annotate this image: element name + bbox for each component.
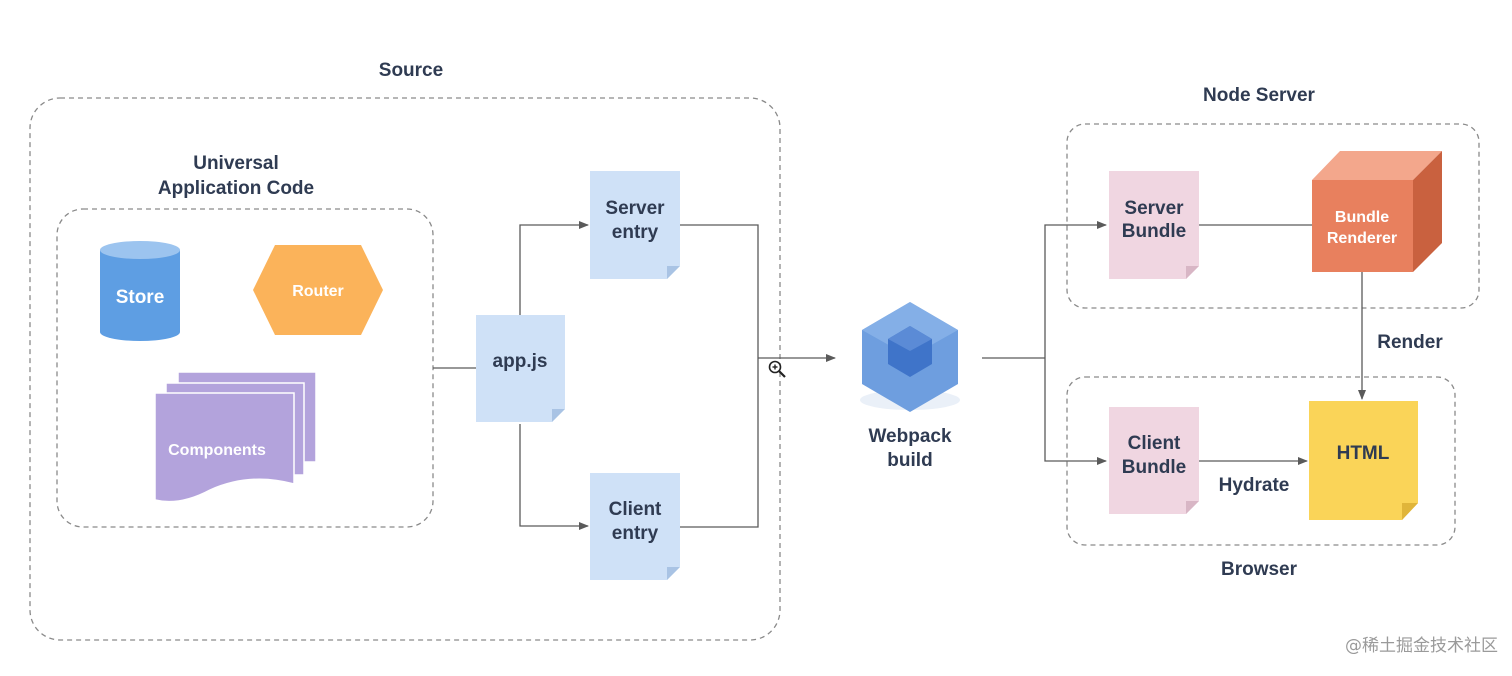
edge-to-client-bundle	[1044, 358, 1107, 465]
source-group	[29, 97, 781, 641]
bundle-renderer-node: Bundle Renderer	[1312, 151, 1442, 272]
store-node: Store	[100, 241, 180, 341]
webpack-node: Webpack build	[860, 302, 960, 471]
bundle-renderer-label-line1: Bundle	[1335, 209, 1389, 226]
hydrate-edge-label: Hydrate	[1219, 475, 1290, 496]
bundle-renderer-label-line2: Renderer	[1327, 230, 1397, 247]
universal-app-code-title-line1: Universal	[193, 153, 279, 174]
server-bundle-node: Server Bundle	[1109, 171, 1199, 279]
components-node: Components	[154, 371, 317, 503]
node-server-group	[1066, 123, 1480, 309]
html-label: HTML	[1337, 443, 1390, 464]
router-node: Router	[253, 245, 383, 335]
source-group-title: Source	[379, 60, 443, 81]
edge-to-server-bundle	[1044, 221, 1107, 358]
edge-app-to-client-entry	[519, 424, 589, 530]
server-entry-node: Server entry	[590, 171, 680, 279]
universal-app-code-title-line2: Application Code	[158, 178, 314, 199]
render-edge-label: Render	[1377, 332, 1443, 353]
browser-group	[1066, 376, 1456, 546]
server-bundle-label-line1: Server	[1124, 198, 1184, 219]
edge-app-to-server-entry	[519, 221, 589, 315]
store-label: Store	[116, 287, 165, 308]
router-label: Router	[292, 283, 344, 300]
client-entry-label-line1: Client	[609, 499, 662, 520]
client-bundle-label-line2: Bundle	[1122, 457, 1186, 478]
client-entry-label-line2: entry	[612, 523, 659, 544]
client-bundle-node: Client Bundle	[1109, 407, 1199, 514]
node-server-title: Node Server	[1203, 85, 1316, 106]
client-bundle-label-line1: Client	[1128, 433, 1181, 454]
server-bundle-label-line2: Bundle	[1122, 221, 1186, 242]
server-entry-label-line1: Server	[605, 198, 665, 219]
app-js-label: app.js	[493, 351, 548, 372]
watermark-text: @稀土掘金技术社区	[1345, 636, 1498, 656]
webpack-label-line2: build	[887, 450, 932, 471]
app-js-node: app.js	[476, 315, 565, 422]
components-label: Components	[168, 442, 266, 459]
edge-server-entry-merge	[680, 224, 759, 528]
browser-title: Browser	[1221, 559, 1298, 580]
html-node: HTML	[1309, 401, 1418, 520]
zoom-cursor-icon	[768, 360, 786, 378]
server-entry-label-line2: entry	[612, 222, 659, 243]
webpack-label-line1: Webpack	[868, 426, 952, 447]
client-entry-node: Client entry	[590, 473, 680, 580]
